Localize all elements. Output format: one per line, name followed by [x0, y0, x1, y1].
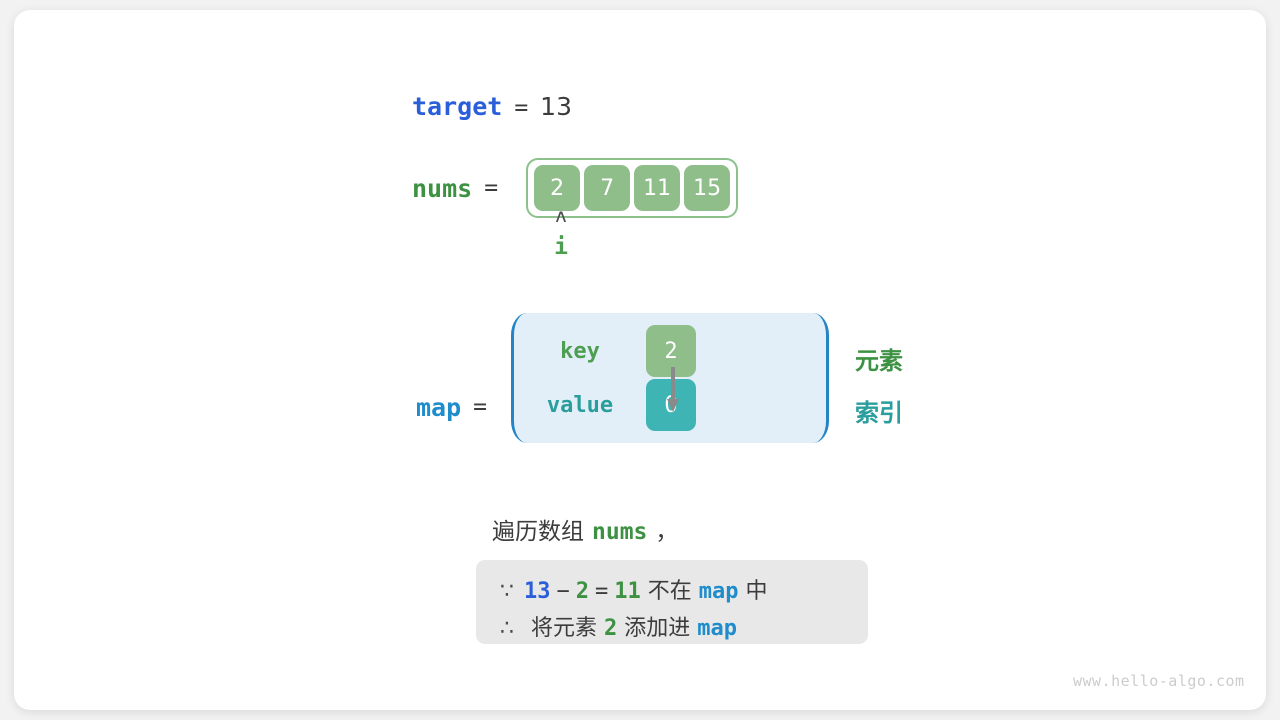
map-key-label: key — [560, 338, 600, 364]
side-label-element: 元素 — [855, 347, 903, 375]
caption-prefix: 遍历数组 — [492, 519, 584, 545]
nums-equals-sign: = — [484, 175, 499, 201]
reason-complement-value: 11 — [614, 579, 641, 604]
nums-row: nums = 2 7 11 15 — [412, 158, 739, 218]
reason-target-value: 13 — [524, 579, 551, 604]
array-cell: 7 — [584, 165, 631, 211]
because-symbol-icon: ∵ — [500, 579, 514, 604]
map-value-label: value — [546, 392, 614, 418]
reason-add-into-text: 添加进 — [624, 616, 691, 641]
reason-current-element: 2 — [575, 579, 589, 604]
map-side-labels: 元素 索引 — [855, 335, 903, 439]
caption-code: nums — [592, 519, 648, 545]
map-key-row: key 2 — [514, 325, 826, 377]
map-container: key 2 value 0 — [511, 313, 830, 443]
reason-map-keyword-2: map — [697, 616, 738, 641]
array-cell: 11 — [634, 165, 681, 211]
caption-suffix: ， — [655, 519, 679, 545]
side-label-index: 索引 — [855, 399, 903, 427]
reason-add-element-text: 将元素 — [531, 616, 598, 641]
pointer-label: i — [554, 234, 568, 260]
map-equals-sign: = — [473, 394, 488, 420]
therefore-symbol-icon: ∴ — [500, 616, 514, 641]
array-cell: 2 — [534, 165, 581, 211]
caption-text: 遍历数组 nums ， — [492, 512, 678, 546]
reason-in-text: 中 — [745, 579, 768, 604]
map-row: map = key 2 value 0 — [416, 313, 830, 443]
array-cell: 15 — [684, 165, 731, 211]
pointer-caret-icon: ʌ — [555, 205, 567, 227]
target-value: 13 — [540, 92, 572, 121]
index-pointer: ʌ i — [543, 205, 579, 261]
reason-map-keyword: map — [698, 579, 739, 604]
array-container: 2 7 11 15 — [526, 158, 739, 218]
nums-variable-label: nums — [412, 173, 473, 203]
reason-minus-operator: − — [556, 579, 570, 604]
target-row: target = 13 — [412, 92, 572, 121]
reason-added-element: 2 — [604, 616, 618, 641]
target-variable-label: target — [412, 92, 503, 121]
reason-equals-operator: = — [595, 579, 609, 604]
reason-not-in-text: 不在 — [647, 579, 692, 604]
key-to-value-arrow-icon — [667, 367, 680, 412]
map-variable-label: map — [416, 392, 462, 422]
watermark: www.hello-algo.com — [1073, 672, 1245, 690]
target-equals-sign: = — [514, 95, 529, 121]
